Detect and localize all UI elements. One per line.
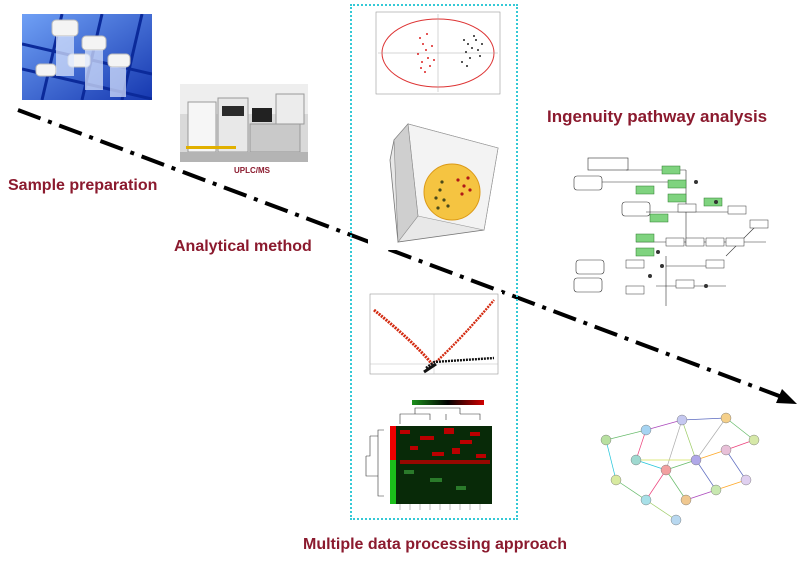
s-plot bbox=[364, 292, 502, 384]
arrow-head bbox=[776, 389, 797, 404]
analytical-method-label: Analytical method bbox=[174, 238, 312, 255]
sample-preparation-label: Sample preparation bbox=[8, 177, 158, 194]
uplc-ms-instrument-photo bbox=[180, 84, 308, 162]
heatmap-cluster bbox=[360, 396, 504, 512]
data-processing-panel bbox=[350, 4, 518, 520]
sample-vials-photo bbox=[22, 14, 152, 100]
pca-3d-plot bbox=[368, 120, 502, 250]
interaction-network bbox=[600, 412, 760, 526]
multiple-data-processing-label: Multiple data processing approach bbox=[303, 536, 568, 553]
pathway-diagram bbox=[573, 157, 769, 306]
pca-score-plot bbox=[368, 10, 502, 102]
uplc-ms-label: UPLC/MS bbox=[234, 166, 270, 175]
ingenuity-pathway-label: Ingenuity pathway analysis bbox=[547, 107, 768, 126]
